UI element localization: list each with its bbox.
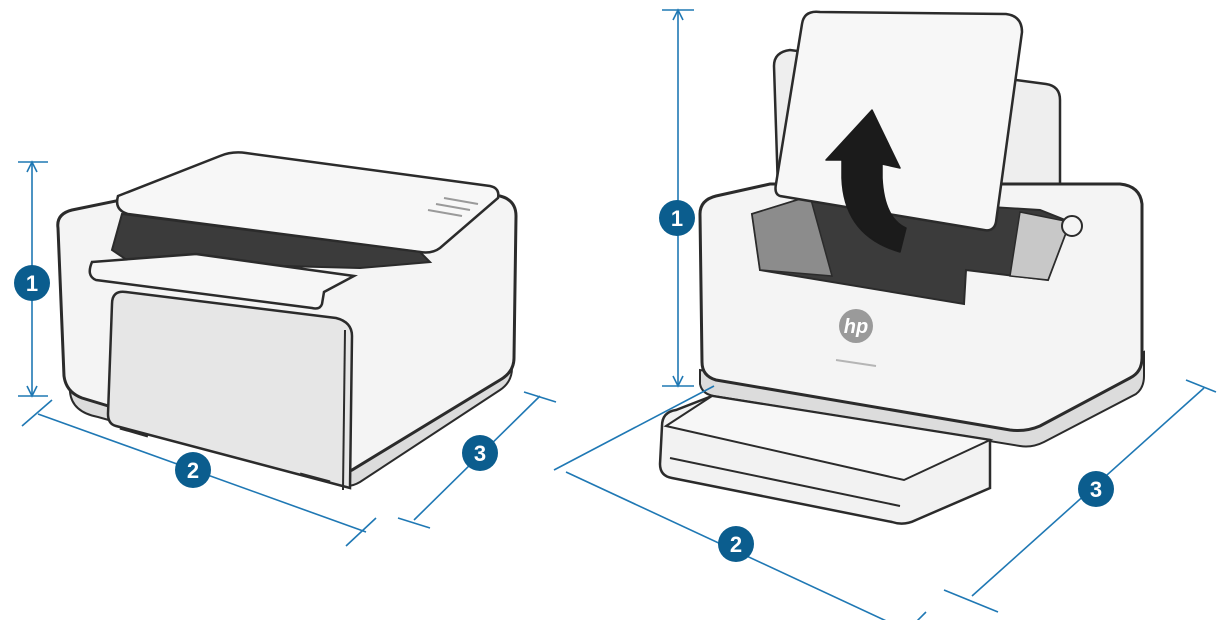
left-front-door bbox=[106, 290, 354, 490]
right-paper-guide-knob bbox=[1061, 215, 1083, 237]
svg-text:2: 2 bbox=[187, 458, 199, 483]
svg-text:hp: hp bbox=[844, 316, 868, 338]
left-depth-tick bbox=[523, 391, 557, 403]
right-callout-3: 3 bbox=[1078, 471, 1114, 507]
left-depth-tick bbox=[397, 517, 431, 529]
left-width-tick bbox=[345, 517, 377, 547]
left-output-tray bbox=[88, 252, 358, 310]
right-callout-2: 2 bbox=[718, 526, 754, 562]
right-height-arrow bbox=[672, 375, 684, 388]
right-paper-sheet bbox=[774, 10, 1024, 232]
right-depth-tick bbox=[1185, 379, 1217, 393]
left-printer-lid bbox=[115, 151, 500, 254]
left-height-arrow bbox=[26, 160, 38, 173]
left-width-tick bbox=[21, 399, 53, 427]
left-foot bbox=[299, 472, 331, 484]
left-control-slit bbox=[443, 197, 479, 205]
right-input-tray-slot bbox=[669, 457, 901, 507]
svg-text:3: 3 bbox=[474, 441, 486, 466]
right-depth-tick bbox=[943, 589, 999, 613]
left-height-arrow bbox=[26, 385, 38, 398]
right-inner-left-wall bbox=[751, 195, 834, 277]
svg-text:3: 3 bbox=[1090, 477, 1102, 502]
left-door-edge bbox=[342, 329, 346, 491]
right-callout-1: 1 bbox=[659, 200, 695, 236]
right-printer: hp bbox=[658, 10, 1145, 525]
svg-text:1: 1 bbox=[26, 271, 38, 296]
right-height-arrow bbox=[672, 8, 684, 21]
left-callout-2: 2 bbox=[175, 452, 211, 488]
right-input-tray-top bbox=[663, 394, 994, 482]
left-callout-3: 3 bbox=[462, 435, 498, 471]
right-status-bar bbox=[835, 359, 877, 367]
left-control-slit bbox=[435, 203, 471, 211]
left-printer-base bbox=[66, 350, 513, 487]
left-foot bbox=[119, 426, 149, 438]
svg-text:2: 2 bbox=[730, 532, 742, 557]
right-inner-right-wall bbox=[1009, 211, 1072, 281]
svg-text:1: 1 bbox=[671, 206, 683, 231]
left-printer bbox=[56, 151, 518, 491]
right-width-tick bbox=[916, 611, 927, 620]
curved-up-arrow-icon bbox=[825, 109, 907, 253]
left-callout-1: 1 bbox=[14, 265, 50, 301]
right-width-tick bbox=[553, 385, 715, 471]
hp-logo: hp bbox=[839, 309, 873, 343]
left-control-slit bbox=[427, 209, 463, 217]
